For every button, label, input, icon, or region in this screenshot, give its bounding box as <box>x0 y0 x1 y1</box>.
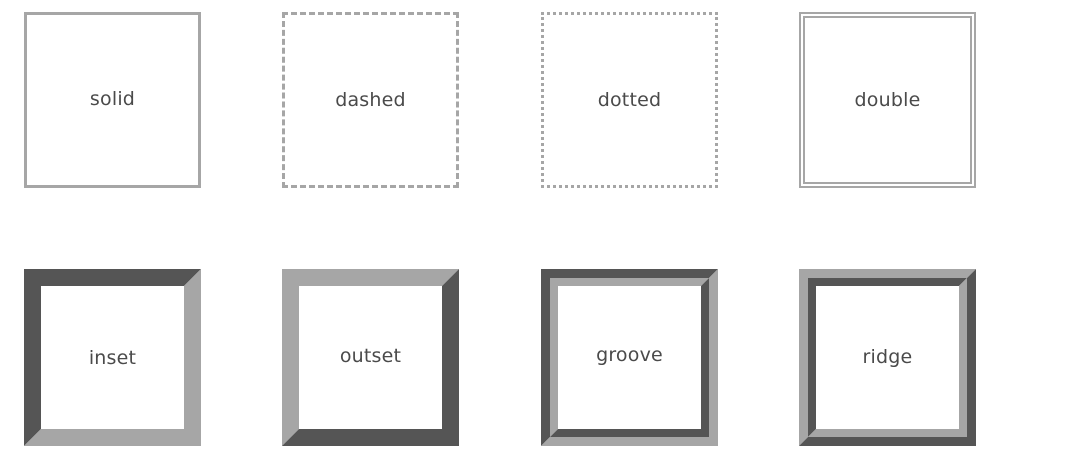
inset-border-box: inset <box>24 269 201 446</box>
ridge-label: ridge <box>862 346 913 368</box>
outset-border-box: outset <box>282 269 459 446</box>
inset-label: inset <box>88 347 137 369</box>
ridge-border-box: ridge <box>799 269 976 446</box>
dashed-border-box: dashed <box>282 12 459 188</box>
groove-border-box: groove <box>541 269 718 446</box>
solid-border-box: solid <box>24 12 201 188</box>
double-label: double <box>854 88 921 111</box>
double-border-box: double <box>799 12 976 188</box>
dotted-label: dotted <box>597 88 662 111</box>
dashed-label: dashed <box>335 88 406 111</box>
dotted-border-box: dotted <box>541 12 718 188</box>
solid-label: solid <box>89 87 136 110</box>
outset-label: outset <box>339 345 402 367</box>
groove-label: groove <box>596 344 663 366</box>
